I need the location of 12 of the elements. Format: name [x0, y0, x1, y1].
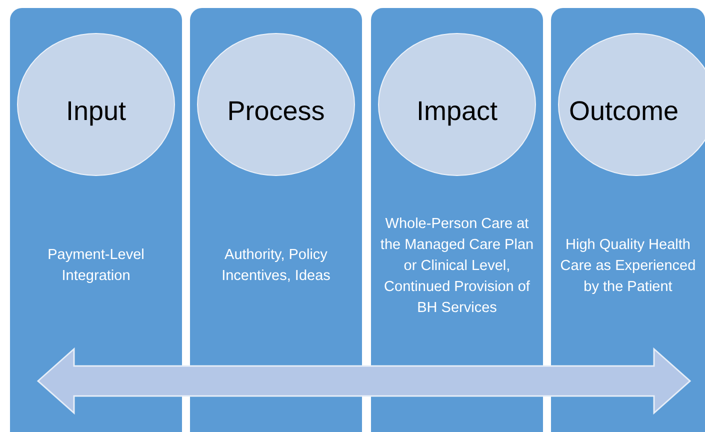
column-panel — [371, 8, 543, 432]
circle-title: Process — [226, 96, 326, 127]
column-panel — [10, 8, 182, 432]
description-text: Whole-Person Care at the Managed Care Plan or Clinical Level, Continued Provision of BH Services — [379, 214, 535, 318]
description-text: Payment-Level Integration — [46, 246, 146, 286]
column-panel — [190, 8, 362, 432]
circle-title: Input — [64, 96, 128, 127]
column-panel — [551, 8, 705, 432]
description-text: Authority, Policy Incentives, Ideas — [220, 246, 332, 286]
description-text: High Quality Health Care as Experienced by the Patient — [559, 236, 697, 296]
circle-title: Impact — [415, 96, 499, 127]
circle-title: Outcome — [569, 96, 679, 127]
